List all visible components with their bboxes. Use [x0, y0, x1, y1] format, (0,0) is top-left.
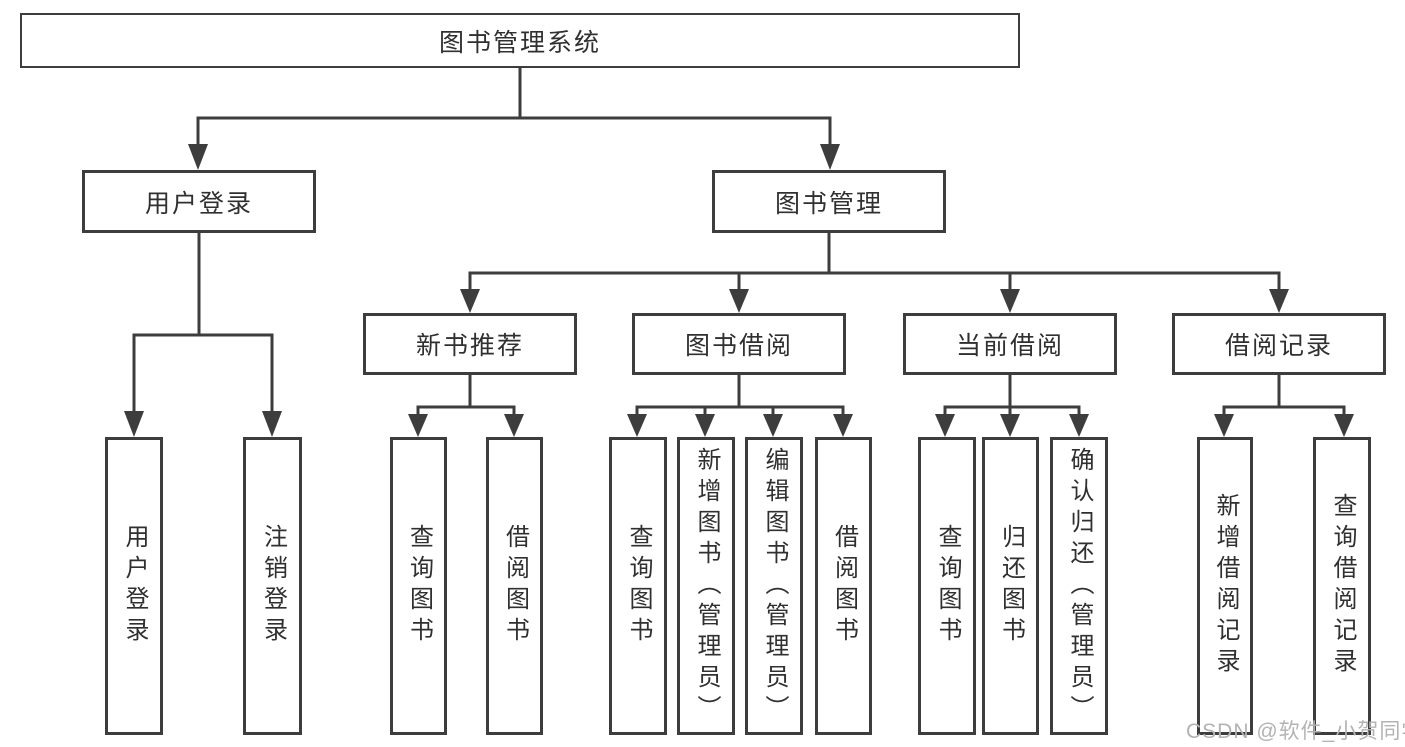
- node-label: 当前借阅: [955, 332, 1064, 360]
- leaf-user-login: 用户登录: [105, 437, 163, 735]
- node-borrow-records: 借阅记录: [1172, 313, 1386, 375]
- leaf-label: 用户登录: [121, 524, 148, 648]
- leaf-borrow-edit-books-admin: 编辑图书（管理员）: [745, 437, 803, 735]
- leaf-borrow-query-books: 查询图书: [609, 437, 667, 735]
- node-label: 图书管理系统: [438, 28, 601, 57]
- node-label: 新书推荐: [415, 332, 524, 360]
- leaf-label: 新增图书（管理员）: [693, 446, 720, 726]
- csdn-watermark: CSDN @软件_小贺同学: [1186, 720, 1405, 743]
- node-current-borrow: 当前借阅: [903, 313, 1117, 375]
- node-label: 用户登录: [144, 189, 253, 218]
- connector-user-login-to-children: [124, 231, 282, 437]
- leaf-recommend-borrow-books: 借阅图书: [486, 437, 543, 735]
- leaf-label: 编辑图书（管理员）: [761, 446, 788, 726]
- connector-root-to-children: [188, 66, 840, 170]
- leaf-label: 借阅图书: [501, 524, 529, 648]
- node-label: 借阅记录: [1224, 332, 1333, 360]
- leaf-current-query-books: 查询图书: [918, 437, 976, 735]
- node-label: 图书管理: [774, 189, 883, 218]
- node-new-book-recommend: 新书推荐: [363, 313, 577, 375]
- connector-current-borrow-to-children: [935, 373, 1089, 437]
- leaf-label: 注销登录: [259, 524, 287, 648]
- leaf-current-return-books: 归还图书: [982, 437, 1039, 735]
- leaf-label: 新增借阅记录: [1212, 493, 1239, 679]
- node-label: 图书借阅: [684, 332, 793, 360]
- leaf-label: 归还图书: [997, 524, 1025, 648]
- leaf-label: 查询图书: [405, 524, 433, 648]
- leaf-label: 查询图书: [934, 524, 961, 648]
- leaf-logout-login: 注销登录: [243, 437, 302, 735]
- leaf-borrow-borrow-books: 借阅图书: [815, 437, 872, 735]
- leaf-record-query-borrow-record: 查询借阅记录: [1313, 437, 1371, 735]
- leaf-current-confirm-return-admin: 确认归还（管理员）: [1050, 437, 1108, 735]
- connector-borrow-records-to-children: [1214, 373, 1354, 437]
- leaf-borrow-add-books-admin: 新增图书（管理员）: [677, 437, 735, 735]
- node-book-borrow: 图书借阅: [632, 313, 846, 375]
- leaf-label: 查询图书: [625, 524, 652, 648]
- leaf-record-add-borrow-record: 新增借阅记录: [1197, 437, 1253, 735]
- leaf-label: 确认归还（管理员）: [1066, 446, 1093, 726]
- leaf-recommend-query-books: 查询图书: [390, 437, 447, 735]
- connector-book-management-to-children: [460, 231, 1289, 313]
- leaf-label: 借阅图书: [830, 524, 858, 648]
- node-book-management: 图书管理: [712, 170, 946, 233]
- node-library-management-system: 图书管理系统: [20, 13, 1020, 68]
- connector-book-borrow-to-children: [627, 373, 853, 437]
- node-user-login: 用户登录: [82, 170, 316, 233]
- leaf-label: 查询借阅记录: [1329, 493, 1356, 679]
- connector-new-book-recommend-to-children: [408, 373, 524, 437]
